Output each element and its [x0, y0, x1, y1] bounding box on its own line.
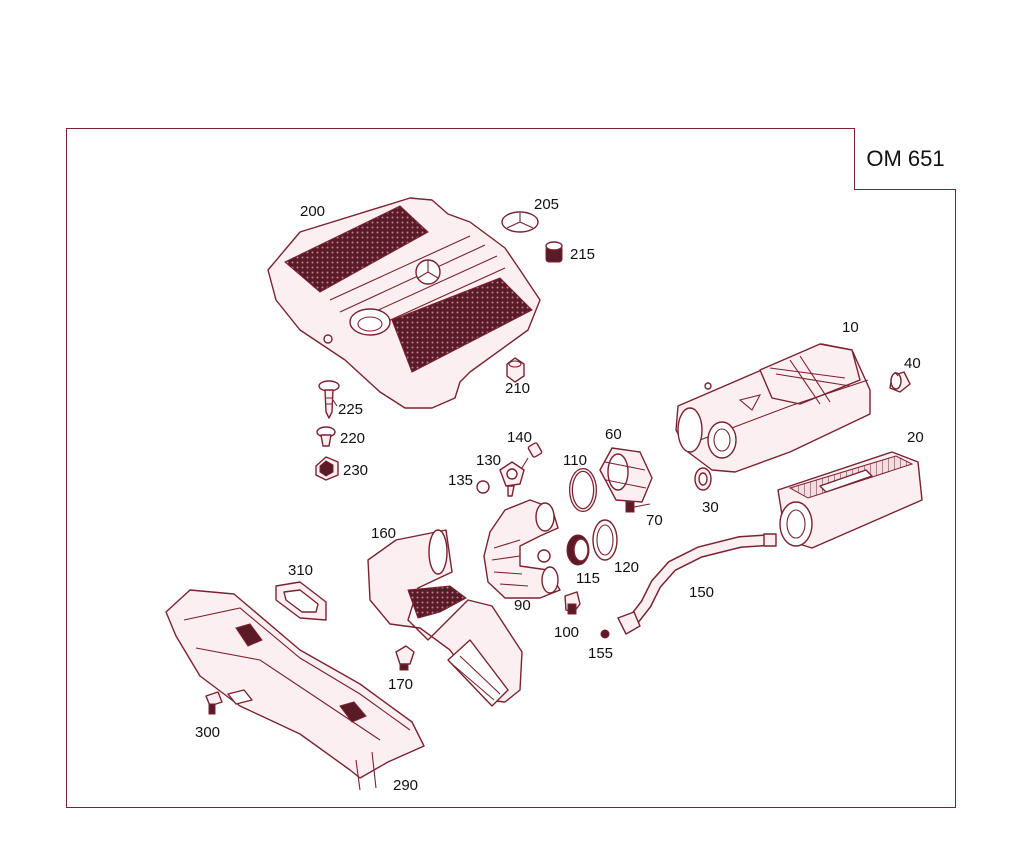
intake-duct-part[interactable]	[367, 529, 523, 707]
label-230: 230	[343, 462, 368, 479]
air-guide-part[interactable]	[165, 589, 425, 791]
label-70: 70	[646, 512, 663, 529]
pressure-sensor-part[interactable]	[499, 461, 525, 497]
push-clip-part[interactable]	[395, 645, 415, 671]
diagram-frame	[66, 128, 956, 808]
small-screw-part[interactable]	[600, 629, 610, 639]
label-205: 205	[534, 196, 559, 213]
label-210: 210	[505, 380, 530, 397]
label-215: 215	[570, 246, 595, 263]
label-170: 170	[388, 676, 413, 693]
label-140: 140	[507, 429, 532, 446]
label-60: 60	[605, 426, 622, 443]
vent-line-part[interactable]	[617, 533, 777, 635]
label-225: 225	[338, 401, 363, 418]
label-290: 290	[393, 777, 418, 794]
clip-part[interactable]	[316, 426, 336, 447]
clamp-ring-part[interactable]	[592, 519, 618, 561]
label-110: 110	[563, 452, 587, 469]
damper-part[interactable]	[315, 456, 339, 481]
label-155: 155	[588, 645, 613, 662]
label-160: 160	[371, 525, 396, 542]
mounting-screw-part[interactable]	[205, 691, 223, 715]
charge-air-hose-part[interactable]	[483, 499, 561, 599]
label-115: 115	[576, 570, 600, 587]
star-emblem-part[interactable]	[501, 211, 539, 233]
label-20: 20	[907, 429, 924, 446]
screw-part[interactable]	[521, 442, 543, 469]
gasket-part[interactable]	[275, 581, 327, 621]
leader-lines	[332, 371, 899, 407]
label-310: 310	[288, 562, 313, 579]
label-90: 90	[514, 597, 531, 614]
sleeve-part[interactable]	[566, 534, 590, 566]
valve-part[interactable]	[564, 591, 581, 615]
hose-clamp-part[interactable]	[569, 468, 597, 512]
label-300: 300	[195, 724, 220, 741]
fastening-pin-part[interactable]	[318, 380, 340, 419]
filter-element-part[interactable]	[777, 451, 923, 549]
engine-badge: OM 651	[854, 128, 956, 190]
sensor-housing-part[interactable]	[599, 447, 653, 503]
label-135: 135	[448, 472, 473, 489]
label-150: 150	[689, 584, 714, 601]
mount-nut-part[interactable]	[506, 357, 525, 383]
end-cap-part[interactable]	[889, 371, 911, 393]
seal-ring-part[interactable]	[694, 467, 712, 491]
label-100: 100	[554, 624, 579, 641]
label-200: 200	[300, 203, 325, 220]
o-ring-part[interactable]	[476, 480, 490, 494]
label-220: 220	[340, 430, 365, 447]
label-130: 130	[476, 452, 501, 469]
label-10: 10	[842, 319, 859, 336]
label-40: 40	[904, 355, 921, 372]
air-filter-housing-part[interactable]	[675, 343, 871, 473]
engine-cover-part[interactable]	[267, 197, 541, 409]
grommet-part[interactable]	[545, 241, 563, 263]
part-labels: 200 205 215 210 225 220 230 10 40 20 30 …	[195, 196, 924, 794]
label-30: 30	[702, 499, 719, 516]
label-120: 120	[614, 559, 639, 576]
bolt-part[interactable]	[625, 501, 651, 513]
